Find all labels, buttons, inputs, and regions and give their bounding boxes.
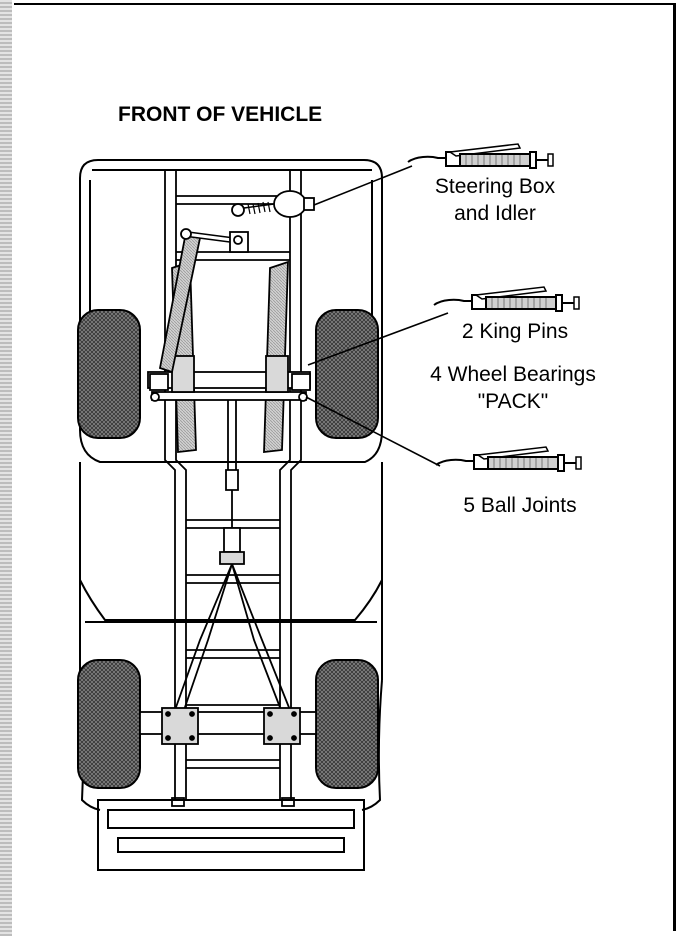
wheel-bearings-label-line1: 4 Wheel Bearings (430, 363, 596, 386)
ball-joint-leader-line (305, 396, 441, 467)
steering-leader-line (313, 165, 413, 206)
front-right-tire (315, 309, 379, 439)
steering-box-label: Steering Box and Idler (400, 176, 590, 224)
steering-box-label-line2: and Idler (454, 202, 536, 225)
front-suspension (147, 190, 315, 454)
center-linkage (174, 400, 291, 711)
front-of-vehicle-label: FRONT OF VEHICLE (118, 103, 323, 126)
steering-box-label-line1: Steering Box (434, 175, 556, 198)
king-pin-leader-line (307, 312, 449, 366)
king-pins-label: 2 King Pins (461, 320, 569, 343)
left-edge-strip (0, 0, 12, 936)
rear-left-tire (77, 659, 141, 789)
rear-right-tire (315, 659, 379, 789)
leader-lines (305, 165, 449, 467)
ball-joints-label: 5 Ball Joints (463, 494, 577, 517)
rear-axle (139, 707, 317, 745)
grease-gun-icon (433, 286, 580, 312)
wheel-bearings-label: 4 Wheel Bearings "PACK" (408, 364, 618, 412)
page-frame (14, 3, 676, 931)
wheel-bearings-label-line2: "PACK" (477, 390, 549, 413)
front-left-tire (77, 309, 141, 439)
grease-gun-icon (435, 446, 582, 472)
grease-gun-icon (407, 143, 554, 169)
